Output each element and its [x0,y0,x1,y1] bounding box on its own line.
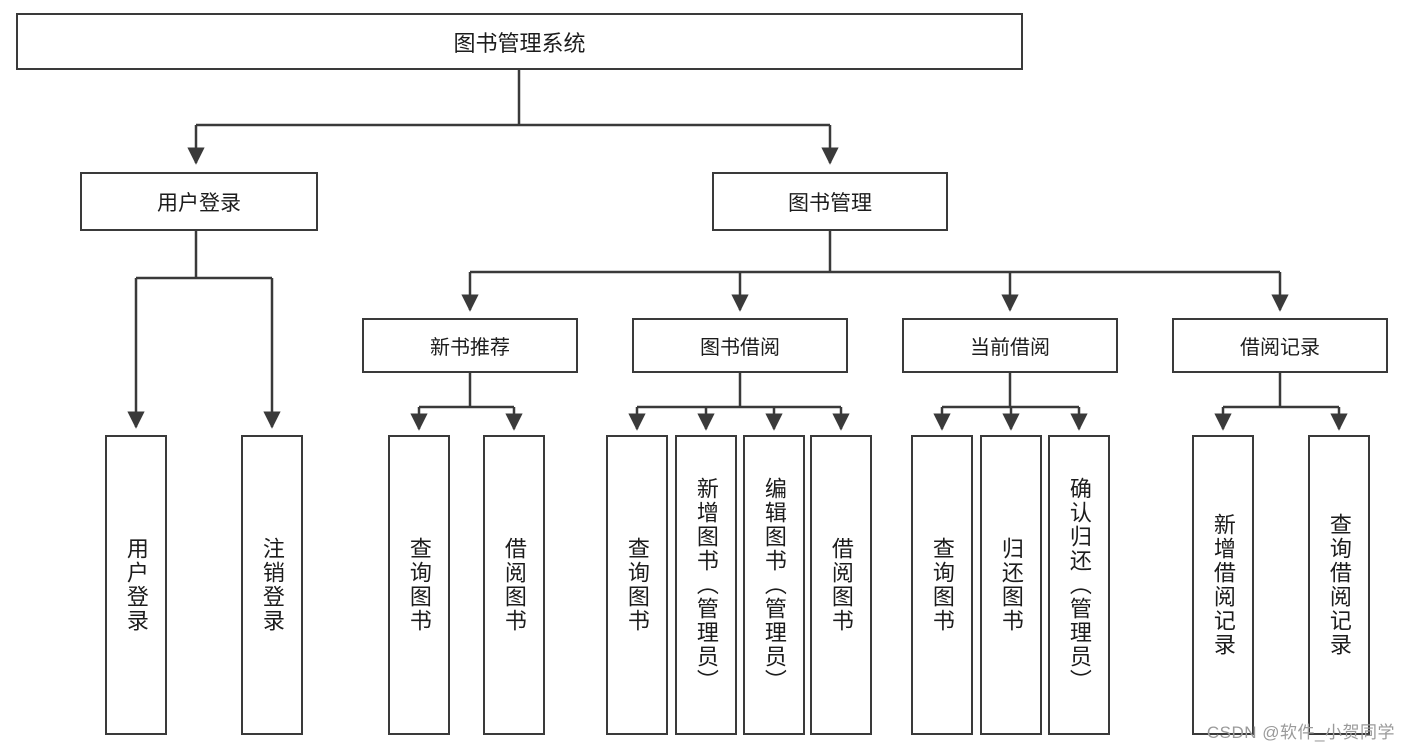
leaf-label: 新增图书（管理员） [693,477,719,693]
leaf-label: 新增借阅记录 [1210,513,1236,657]
leaf-borrow-record-1[interactable]: 查询借阅记录 [1308,435,1370,735]
node-label: 图书借阅 [700,337,780,359]
leaf-book-borrow-3[interactable]: 借阅图书 [810,435,872,735]
leaf-label: 编辑图书（管理员） [761,477,787,693]
leaf-current-borrow-1[interactable]: 归还图书 [980,435,1042,735]
leaf-label: 确认归还（管理员） [1066,477,1092,693]
leaf-current-borrow-2[interactable]: 确认归还（管理员） [1048,435,1110,735]
node-label: 图书管理系统 [453,30,586,56]
leaf-label: 查询图书 [406,537,432,633]
leaf-label: 查询图书 [929,537,955,633]
node-root-system[interactable]: 图书管理系统 [16,13,1023,70]
node-book-management[interactable]: 图书管理 [712,172,948,231]
leaf-label: 借阅图书 [828,537,854,633]
node-current-borrow[interactable]: 当前借阅 [902,318,1118,373]
leaf-label: 归还图书 [998,537,1024,633]
leaf-user-login-0[interactable]: 用户登录 [105,435,167,735]
leaf-label: 借阅图书 [501,537,527,633]
leaf-label: 查询借阅记录 [1326,513,1352,657]
node-label: 用户登录 [157,191,241,215]
leaf-new-book-0[interactable]: 查询图书 [388,435,450,735]
leaf-book-borrow-0[interactable]: 查询图书 [606,435,668,735]
leaf-book-borrow-2[interactable]: 编辑图书（管理员） [743,435,805,735]
node-book-borrow[interactable]: 图书借阅 [632,318,848,373]
leaf-current-borrow-0[interactable]: 查询图书 [911,435,973,735]
leaf-label: 查询图书 [624,537,650,633]
node-label: 借阅记录 [1240,337,1320,359]
node-borrow-record[interactable]: 借阅记录 [1172,318,1388,373]
node-user-login[interactable]: 用户登录 [80,172,318,231]
node-new-book-recommend[interactable]: 新书推荐 [362,318,578,373]
leaf-borrow-record-0[interactable]: 新增借阅记录 [1192,435,1254,735]
leaf-label: 用户登录 [123,537,149,633]
leaf-book-borrow-1[interactable]: 新增图书（管理员） [675,435,737,735]
leaf-user-login-1[interactable]: 注销登录 [241,435,303,735]
leaf-label: 注销登录 [259,537,285,633]
node-label: 当前借阅 [970,337,1050,359]
leaf-new-book-1[interactable]: 借阅图书 [483,435,545,735]
node-label: 图书管理 [788,191,872,215]
node-label: 新书推荐 [430,337,510,359]
